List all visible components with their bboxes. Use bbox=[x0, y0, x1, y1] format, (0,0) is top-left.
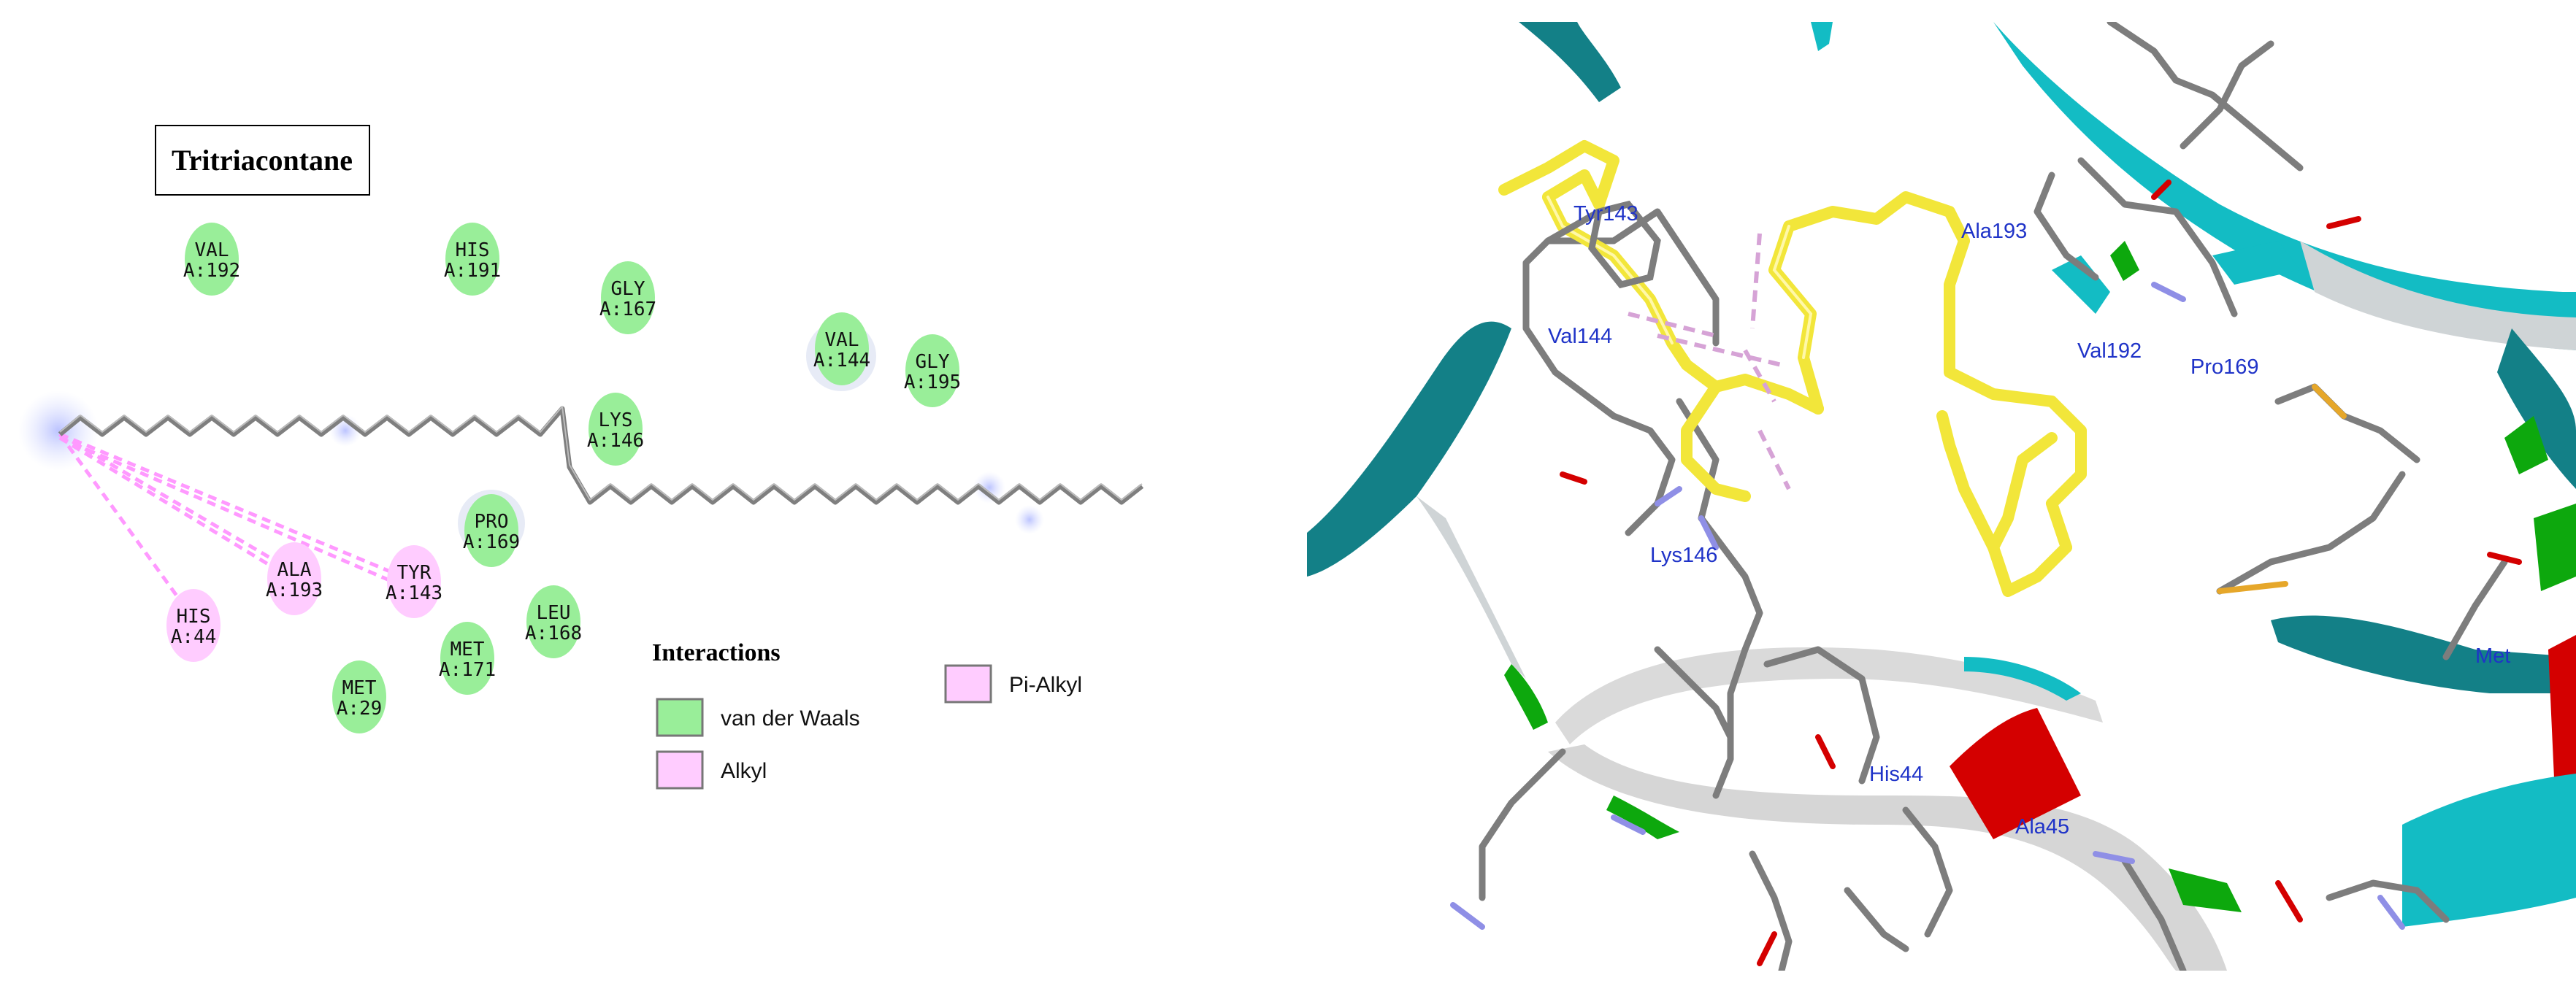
legend-swatch-pi-alkyl bbox=[944, 664, 992, 704]
residue-disk bbox=[589, 393, 643, 466]
ligand-title-text: Tritriacontane bbox=[172, 144, 353, 177]
interaction-his44 bbox=[58, 433, 196, 620]
interaction-tyr143-pi bbox=[59, 436, 395, 585]
ligand-title: Tritriacontane bbox=[155, 125, 370, 196]
protein-sticks bbox=[1479, 22, 2508, 971]
pose-svg: Tyr143 Ala193 Val144 Val192 Pro169 Lys14… bbox=[1307, 22, 2576, 971]
residue-number: A:195 bbox=[904, 371, 961, 393]
ligand-chain-highlight bbox=[59, 406, 1143, 501]
residue-name: MET bbox=[451, 639, 485, 660]
solvent-glow bbox=[18, 390, 99, 471]
residue-number: A:191 bbox=[444, 260, 501, 282]
residue-number: A:44 bbox=[171, 626, 217, 648]
tyr143-ring bbox=[1546, 200, 1661, 289]
residue-disk bbox=[387, 545, 441, 618]
label-3d-tyr143: Tyr143 bbox=[1573, 202, 1638, 226]
residue-name: TYR bbox=[397, 562, 432, 584]
interaction-tyr143 bbox=[59, 432, 412, 582]
legend-label-vdw: van der Waals bbox=[721, 706, 860, 731]
legend-swatch-alkyl bbox=[656, 750, 704, 790]
residue-disk bbox=[440, 622, 494, 695]
protein-ribbons bbox=[1307, 22, 2576, 971]
residue-disk bbox=[267, 542, 321, 615]
residue-number: A:29 bbox=[337, 698, 383, 720]
residue-name: HIS bbox=[177, 606, 211, 628]
residue-disk bbox=[815, 312, 869, 385]
label-3d-lys146: Lys146 bbox=[1650, 544, 1717, 567]
residue-number: A:193 bbox=[266, 579, 323, 601]
solvent-glow bbox=[973, 471, 1005, 504]
residue-name: MET bbox=[342, 677, 377, 699]
label-3d-pro169: Pro169 bbox=[2190, 355, 2259, 379]
residue-number: A:169 bbox=[463, 531, 520, 553]
diagram-svg: Tritriacontane VALA:192HISA:191GLYA:167V… bbox=[18, 125, 1144, 790]
residue-number: A:144 bbox=[813, 350, 870, 371]
pose-view-3d: Tyr143 Ala193 Val144 Val192 Pro169 Lys14… bbox=[1307, 22, 2576, 971]
protein-sticks-color bbox=[1450, 180, 2522, 966]
residue-name: LYS bbox=[599, 409, 633, 431]
residue-disk bbox=[185, 223, 239, 296]
residue-name: HIS bbox=[456, 239, 490, 261]
interaction-ala193 bbox=[58, 432, 294, 573]
legend-label-pi-alkyl: Pi-Alkyl bbox=[1009, 673, 1082, 697]
ligand-sticks-3d bbox=[1498, 140, 2087, 597]
residue-disk bbox=[166, 589, 221, 662]
label-3d-val144: Val144 bbox=[1548, 325, 1612, 348]
label-3d-ala45: Ala45 bbox=[2015, 815, 2069, 839]
residue-number: A:167 bbox=[599, 298, 656, 320]
residue-disk bbox=[526, 585, 580, 658]
legend-label-alkyl: Alkyl bbox=[721, 759, 767, 783]
residue-labels-3d: Tyr143 Ala193 Val144 Val192 Pro169 Lys14… bbox=[1548, 202, 2510, 839]
residue-name: ALA bbox=[277, 559, 312, 581]
ligand-highlight-3d bbox=[1546, 196, 1813, 359]
legend: Interactions van der Waals Alkyl Pi-Alky… bbox=[652, 639, 1082, 790]
legend-heading: Interactions bbox=[652, 639, 781, 666]
residue-name: VAL bbox=[195, 239, 229, 261]
label-3d-val192: Val192 bbox=[2077, 339, 2142, 363]
residue-disk bbox=[464, 494, 518, 567]
ligand-chain bbox=[58, 406, 1144, 505]
residue-disk bbox=[601, 261, 655, 334]
residue-disk bbox=[332, 660, 386, 733]
interaction-dashes-3d bbox=[1628, 233, 1791, 490]
label-3d-his44: His44 bbox=[1869, 763, 1923, 786]
residue-disk bbox=[445, 223, 499, 296]
label-3d-ala193: Ala193 bbox=[1961, 220, 2027, 243]
residue-number: A:146 bbox=[587, 430, 644, 452]
residue-name: GLY bbox=[611, 278, 645, 300]
residue-name: LEU bbox=[537, 602, 571, 624]
residue-name: GLY bbox=[916, 351, 950, 373]
residue-number: A:168 bbox=[525, 623, 582, 644]
residue-number: A:171 bbox=[439, 659, 496, 681]
interaction-ala193-pi bbox=[58, 436, 290, 579]
residue-name: PRO bbox=[475, 511, 509, 533]
label-3d-met: Met bbox=[2475, 644, 2510, 668]
residue-number: A:143 bbox=[386, 582, 442, 604]
residue-number: A:192 bbox=[183, 260, 240, 282]
residue-name: VAL bbox=[825, 329, 859, 351]
solvent-glow bbox=[1015, 505, 1044, 534]
alkyl-interactions bbox=[58, 432, 412, 620]
legend-swatch-vdw bbox=[656, 698, 704, 737]
residue-disk bbox=[905, 334, 959, 407]
